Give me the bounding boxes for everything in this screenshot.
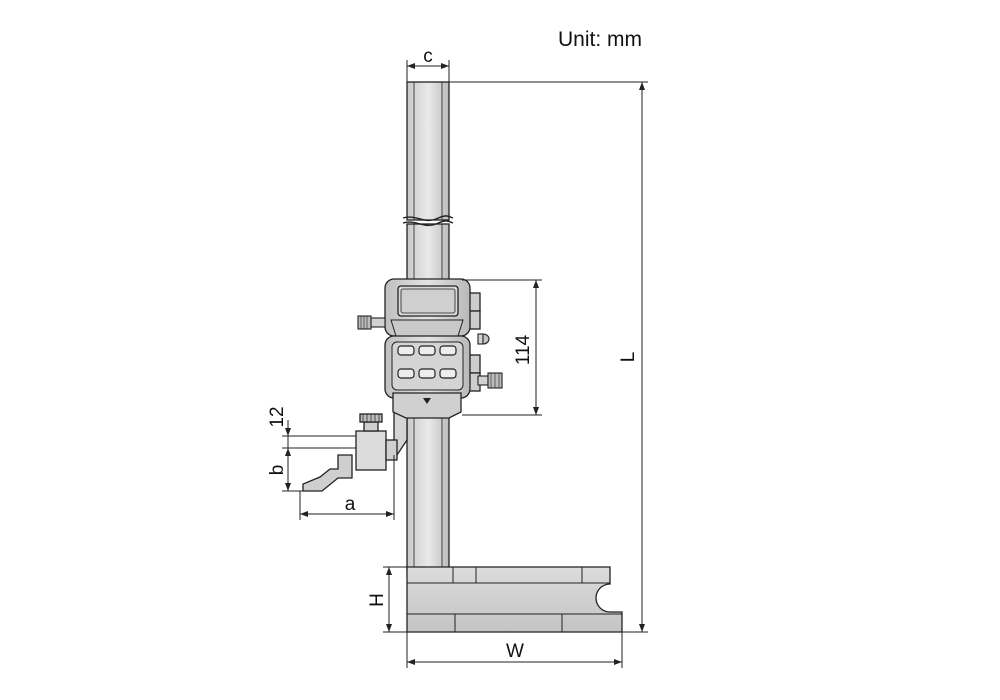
right-knob <box>477 333 490 345</box>
dim-label-c: c <box>423 46 433 67</box>
head-button[interactable] <box>418 368 436 379</box>
dim-label-a: a <box>345 494 356 515</box>
head-button[interactable] <box>439 368 457 379</box>
head-button-row-bottom <box>397 368 457 379</box>
dim-label-W: W <box>506 641 524 662</box>
right-fine-adjust-screw <box>477 372 503 389</box>
slider-arm <box>302 411 408 492</box>
unit-label: Unit: mm <box>558 28 642 51</box>
head-button[interactable] <box>439 345 457 356</box>
dimension-arrows <box>285 63 645 665</box>
dim-label-12: 12 <box>267 406 288 427</box>
dim-label-114: 114 <box>513 334 534 365</box>
head-button-row-top <box>397 345 457 356</box>
head-button[interactable] <box>397 368 415 379</box>
base <box>406 566 623 633</box>
left-lock-screw <box>357 315 386 330</box>
head-button[interactable] <box>418 345 436 356</box>
dim-label-L: L <box>618 352 639 363</box>
dim-label-b: b <box>267 465 288 476</box>
dim-label-H: H <box>367 593 388 607</box>
head-button[interactable] <box>397 345 415 356</box>
